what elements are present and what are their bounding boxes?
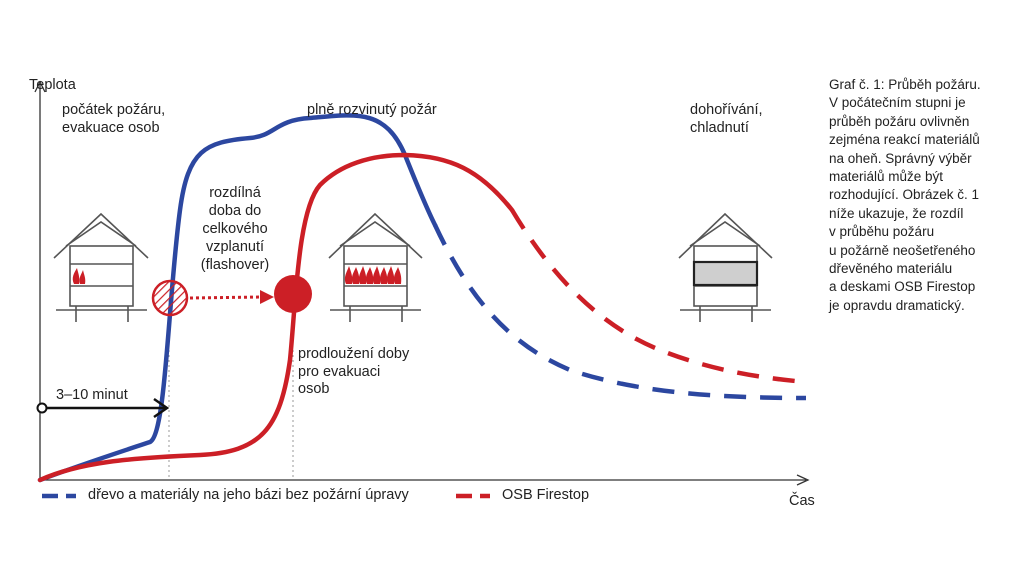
house-small-fire-icon	[53, 212, 149, 322]
curve-untreated-solid	[37, 113, 438, 483]
evacuation-line-2: pro evakuaci	[298, 363, 381, 380]
flashover-line-3: celkového	[202, 221, 268, 237]
caption-line: níže ukazuje, že rozdíl	[829, 205, 964, 221]
caption-line: v průběhu požáru	[829, 224, 935, 240]
dotted-arrow-icon	[189, 290, 274, 304]
house-burnt-out-icon	[678, 212, 773, 322]
phase-start-label: počátek požáru, evakuace osob	[62, 102, 165, 137]
figure-caption: Graf č. 1: Průběh požáru. V počátečním s…	[829, 76, 1019, 315]
evacuation-line-3: osob	[298, 381, 330, 397]
phase-start-line-2: evakuace osob	[62, 119, 160, 136]
curve-firestop-dashed	[510, 208, 807, 385]
filled-circle-marker-icon	[274, 275, 312, 313]
phase-start-line-1: počátek požáru,	[62, 102, 166, 118]
flashover-line-4: vzplanutí	[205, 239, 265, 255]
x-axis-arrowhead	[796, 474, 810, 486]
caption-line: rozhodující. Obrázek č. 1	[829, 187, 980, 203]
axes	[34, 80, 810, 486]
legend-label-untreated: dřevo a materiály na jeho bázi bez požár…	[88, 487, 409, 503]
evacuation-line-1: prodloužení doby	[298, 346, 410, 362]
flashover-annotation: rozdílná doba do celkového vzplanutí (fl…	[190, 184, 280, 274]
y-axis-title: Teplota	[29, 77, 76, 93]
legend-label-firestop: OSB Firestop	[502, 487, 590, 503]
phase-decay-line-2: chladnutí	[690, 119, 749, 136]
caption-line: na oheň. Správný výběr	[829, 150, 972, 166]
caption-line: dřevěného materiálu	[829, 261, 953, 277]
duration-label: 3–10 minut	[56, 387, 128, 403]
caption-line: materiálů může být	[829, 169, 944, 185]
caption-line: je opravdu dramatický.	[829, 297, 965, 313]
x-axis-title: Čas	[789, 493, 815, 509]
flashover-line-2: doba do	[208, 203, 262, 219]
phase-decay-label: dohořívání, chladnutí	[690, 102, 763, 137]
caption-line: V počátečním stupni je	[829, 95, 966, 111]
caption-line: a deskami OSB Firestop	[829, 279, 976, 295]
hatched-circle-marker-icon	[151, 279, 189, 317]
caption-line: průběh požáru ovlivněn	[829, 113, 970, 129]
curve-untreated-dashed	[432, 224, 807, 401]
y-axis-arrowhead	[34, 80, 46, 93]
caption-line: Graf č. 1: Průběh požáru.	[829, 77, 981, 92]
flashover-line-5: (flashover)	[200, 257, 270, 273]
house-full-fire-icon	[328, 212, 423, 322]
phase-developed-label: plně rozvinutý požár	[307, 102, 437, 120]
phase-developed-text: plně rozvinutý požár	[307, 102, 437, 118]
caption-line: zejména reakcí materiálů	[829, 132, 980, 148]
caption-line: u požárně neošetřeného	[829, 242, 976, 258]
duration-arrow-icon	[36, 397, 170, 419]
phase-decay-line-1: dohořívání,	[690, 102, 763, 118]
evacuation-annotation: prodloužení doby pro evakuaci osob	[298, 346, 409, 399]
flashover-line-1: rozdílná	[209, 185, 261, 201]
